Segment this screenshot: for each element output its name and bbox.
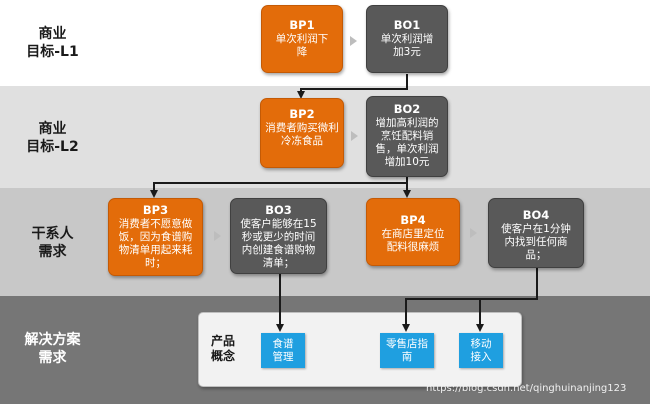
- band-label-line2: 目标-L1: [26, 44, 79, 60]
- bp2-box: BP2 消费者购买微利冷冻食品: [260, 98, 344, 168]
- feature-recipe-management-label: 食谱管理: [272, 338, 294, 363]
- chevron-bp3-bo3-icon: [214, 231, 221, 241]
- band-label-solution: 解决方案 需求: [10, 331, 95, 367]
- band-label-line1: 商业: [38, 26, 67, 42]
- feature-mobile-access: 移动接入: [459, 333, 503, 368]
- bp1-box: BP1 单次利润下降: [261, 5, 343, 73]
- band-label-line1: 解决方案: [24, 332, 81, 348]
- band-label-line2: 需求: [38, 350, 67, 366]
- product-concept-label: 产品概念: [210, 334, 236, 364]
- feature-mobile-access-label: 移动接入: [470, 338, 492, 363]
- bo3-code: BO3: [265, 203, 292, 217]
- bo1-box: BO1 单次利润增加3元: [366, 5, 448, 73]
- chevron-bp2-bo2-icon: [351, 131, 358, 141]
- solution-panel: [198, 312, 522, 387]
- bo2-text: 增加高利润的烹饪配料销售，单次利润增加10元: [375, 117, 439, 168]
- product-concept-text: 产品概念: [210, 334, 235, 363]
- bp1-code: BP1: [289, 18, 315, 32]
- bp3-text: 消费者不愿意做饭，因为食谱购物清单用起来耗时；: [118, 218, 193, 269]
- chevron-bp4-bo4-icon: [470, 228, 477, 238]
- band-label-line1: 干系人: [31, 226, 74, 242]
- bo1-text: 单次利润增加3元: [380, 33, 434, 58]
- band-label-line2: 目标-L2: [26, 139, 79, 155]
- bo4-text: 使客户在1分钟内找到任何商品；: [501, 223, 571, 261]
- bo2-code: BO2: [393, 102, 421, 116]
- band-label-line2: 需求: [38, 244, 67, 260]
- watermark: https://blog.csdn.net/qinghuinanjing123: [426, 383, 627, 394]
- connector-bo2-bp3: [150, 177, 408, 198]
- bp3-box: BP3 消费者不愿意做饭，因为食谱购物清单用起来耗时；: [108, 198, 203, 276]
- feature-store-guide: 零售店指南: [380, 333, 434, 368]
- bo1-code: BO1: [393, 18, 421, 32]
- feature-recipe-management: 食谱管理: [261, 333, 305, 368]
- connector-bo4-guide: [402, 268, 538, 332]
- bo4-code: BO4: [522, 208, 550, 222]
- band-label-l2: 商业 目标-L2: [10, 120, 95, 156]
- bp1-text: 单次利润下降: [275, 33, 329, 58]
- band-label-l1: 商业 目标-L1: [10, 25, 95, 61]
- bp4-code: BP4: [400, 213, 426, 227]
- bp2-text: 消费者购买微利冷冻食品: [265, 122, 339, 147]
- bp3-code: BP3: [142, 203, 169, 217]
- feature-store-guide-label: 零售店指南: [386, 338, 428, 363]
- bo3-box: BO3 使客户能够在15秒或更少的时间内创建食谱购物清单；: [230, 198, 327, 274]
- band-label-stakeholder: 干系人 需求: [10, 225, 95, 261]
- bp2-code: BP2: [289, 107, 315, 121]
- band-label-line1: 商业: [38, 121, 67, 137]
- bo4-box: BO4 使客户在1分钟内找到任何商品；: [488, 198, 584, 268]
- chevron-bp1-bo1-icon: [350, 36, 357, 46]
- bo3-text: 使客户能够在15秒或更少的时间内创建食谱购物清单；: [240, 218, 317, 269]
- bp4-box: BP4 在商店里定位配料很麻烦: [366, 198, 460, 266]
- bp4-text: 在商店里定位配料很麻烦: [381, 228, 445, 253]
- connector-bo1-bp2: [297, 74, 408, 99]
- bo2-box: BO2 增加高利润的烹饪配料销售，单次利润增加10元: [366, 96, 448, 177]
